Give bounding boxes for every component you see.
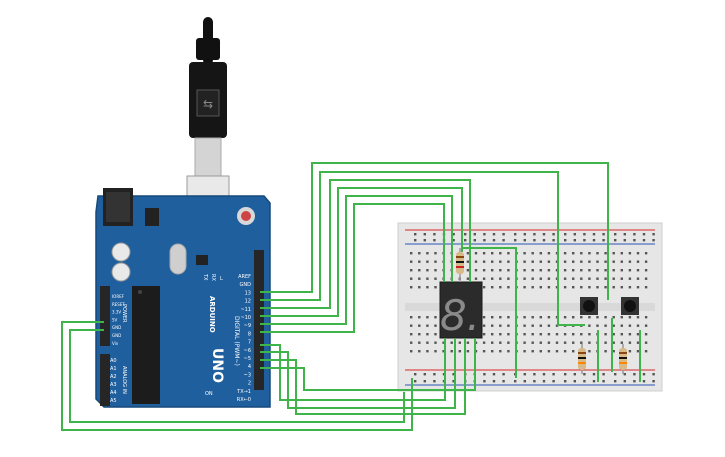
pin-label: 3.3V [112,310,121,315]
wire [260,203,445,333]
resistor-display [456,248,464,282]
pin-label: A4 [110,390,117,396]
pin-label: ~5 [244,356,251,362]
wire [260,338,466,415]
wire [260,338,456,409]
pin-label: 5V [112,317,118,322]
wire [69,329,405,423]
digital-header-label: DIGITAL (PWM~) [233,316,240,366]
tx-label: TX [202,273,208,281]
pin-label: AREF [238,274,251,280]
pin-label: RX←0 [237,397,251,403]
rx-label: RX [210,274,216,281]
pin-label: ~6 [244,348,251,354]
pin-label: RESET [112,302,125,307]
pin-label: A5 [110,398,117,404]
pin-label: GND [112,333,121,338]
atmega-chip [132,286,160,404]
pin-label: TX→1 [236,389,251,395]
pin-label: GND [240,282,252,288]
analog-label: ANALOG IN [121,366,127,394]
pin-label: Vin [112,341,119,346]
wire [260,195,453,325]
wire [61,321,413,431]
pin-label: A1 [110,366,117,372]
pin-label: 4 [248,364,251,370]
pin-label: ~10 [240,315,251,321]
resistor-button-left [578,344,586,374]
usb-cable[interactable]: ⇆ [186,17,230,223]
wire [260,338,446,401]
pin-label: A2 [110,374,117,380]
pin-label: ~3 [244,372,251,378]
pin-label: A3 [110,382,117,388]
wire [260,171,585,326]
pin-label: GND [112,325,121,330]
pin-label: 8 [248,331,251,337]
power-header [100,286,110,346]
arduino-board[interactable]: UNO ARDUINO DIGITAL (PWM~) POWER ANALOG … [95,188,271,408]
board-name-label: UNO [209,348,225,383]
pin-label: IOREF [112,294,125,299]
pin-label: ~11 [240,307,251,313]
wire [260,162,609,300]
analog-header [100,354,110,406]
pin-label: 13 [245,290,251,296]
svg-text:⇆: ⇆ [203,97,213,111]
resistor-button-right [619,344,627,374]
pushbutton-left[interactable] [580,297,598,315]
wire [260,179,471,309]
seven-segment-digit: 8. [440,291,480,340]
wires[interactable] [61,162,641,431]
pin-label: 7 [248,340,251,346]
pin-label: ~9 [244,323,251,329]
pin-label: A0 [110,358,117,364]
wire [260,187,463,317]
seven-segment-display[interactable]: 8. [439,281,483,340]
pushbutton-right[interactable] [621,297,639,315]
on-label: ON [205,391,213,397]
brand-label: ARDUINO [208,296,216,333]
pin-label: 12 [245,299,251,305]
pin-label: 2 [248,381,251,387]
wire [260,338,476,391]
l-label: L [220,276,223,282]
wire [462,247,517,378]
digital-header [254,250,264,390]
power-label: POWER [121,304,127,323]
